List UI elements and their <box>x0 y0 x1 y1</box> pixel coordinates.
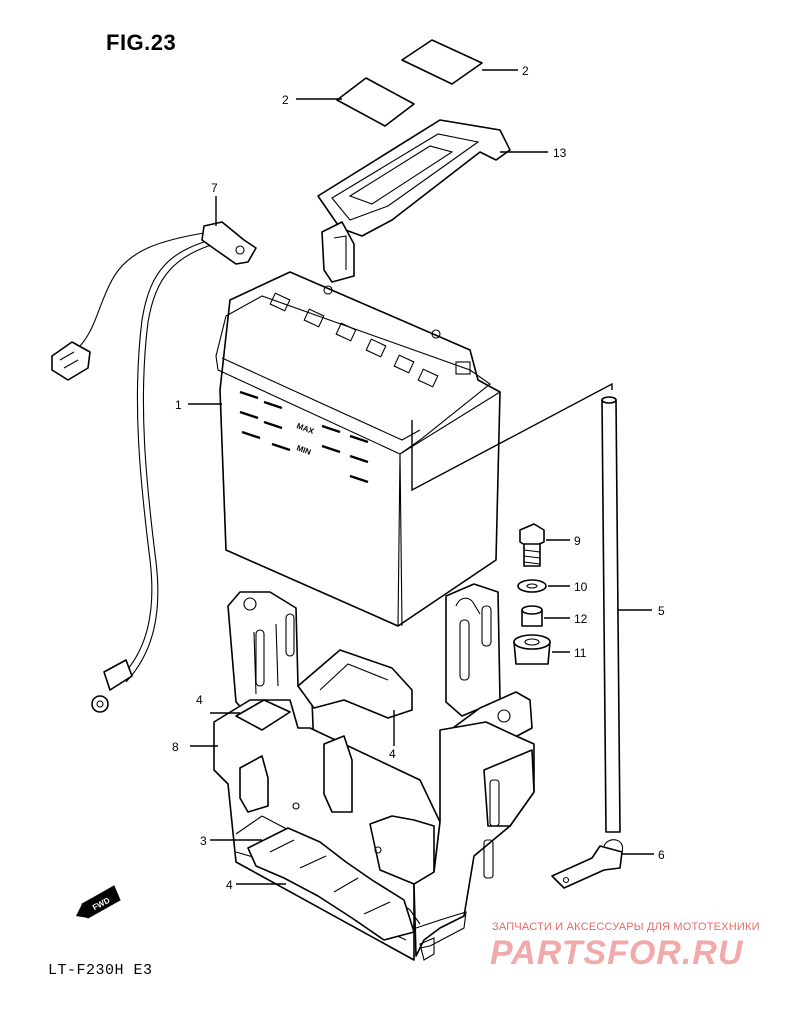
battery: MAX MIN <box>215 271 613 627</box>
battery-cable <box>51 221 257 713</box>
collar <box>521 605 543 627</box>
watermark-brand: PARTSFOR.RU <box>490 934 744 972</box>
model-code: LT-F230H E3 <box>48 962 153 979</box>
callout-2-lower: 2 <box>282 93 289 107</box>
callout-numbers: 2 2 13 7 1 9 10 12 11 5 4 4 8 3 4 6 <box>172 64 665 892</box>
battery-case <box>213 583 535 961</box>
washer <box>517 579 547 593</box>
figure-title: FIG.23 <box>106 30 177 55</box>
callout-12: 12 <box>574 612 588 626</box>
watermark-subtitle: ЗАПЧАСТИ И АКСЕССУАРЫ ДЛЯ МОТОТЕХНИКИ <box>492 921 760 933</box>
callout-8: 8 <box>172 740 179 754</box>
grommet <box>513 634 551 665</box>
fwd-arrow-icon: FWD <box>76 885 121 919</box>
callout-9: 9 <box>574 534 581 548</box>
breather-tube <box>601 396 621 833</box>
pad-upper <box>401 39 483 85</box>
callout-13: 13 <box>553 146 567 160</box>
callout-2-upper: 2 <box>522 64 529 78</box>
callout-7: 7 <box>211 181 218 195</box>
callout-4-lower: 4 <box>226 878 233 892</box>
callout-11: 11 <box>574 646 587 660</box>
bolt <box>519 523 545 567</box>
pad-lower <box>336 77 415 127</box>
callout-3: 3 <box>200 834 207 848</box>
callout-5: 5 <box>658 604 665 618</box>
callout-4-center: 4 <box>389 747 396 761</box>
leader-lines <box>188 69 654 885</box>
battery-hold-strap <box>317 119 511 283</box>
tube-clamp <box>551 839 624 889</box>
callout-6: 6 <box>658 848 665 862</box>
callout-10: 10 <box>574 580 588 594</box>
callout-1: 1 <box>175 398 182 412</box>
callout-4-upper-left: 4 <box>196 693 203 707</box>
